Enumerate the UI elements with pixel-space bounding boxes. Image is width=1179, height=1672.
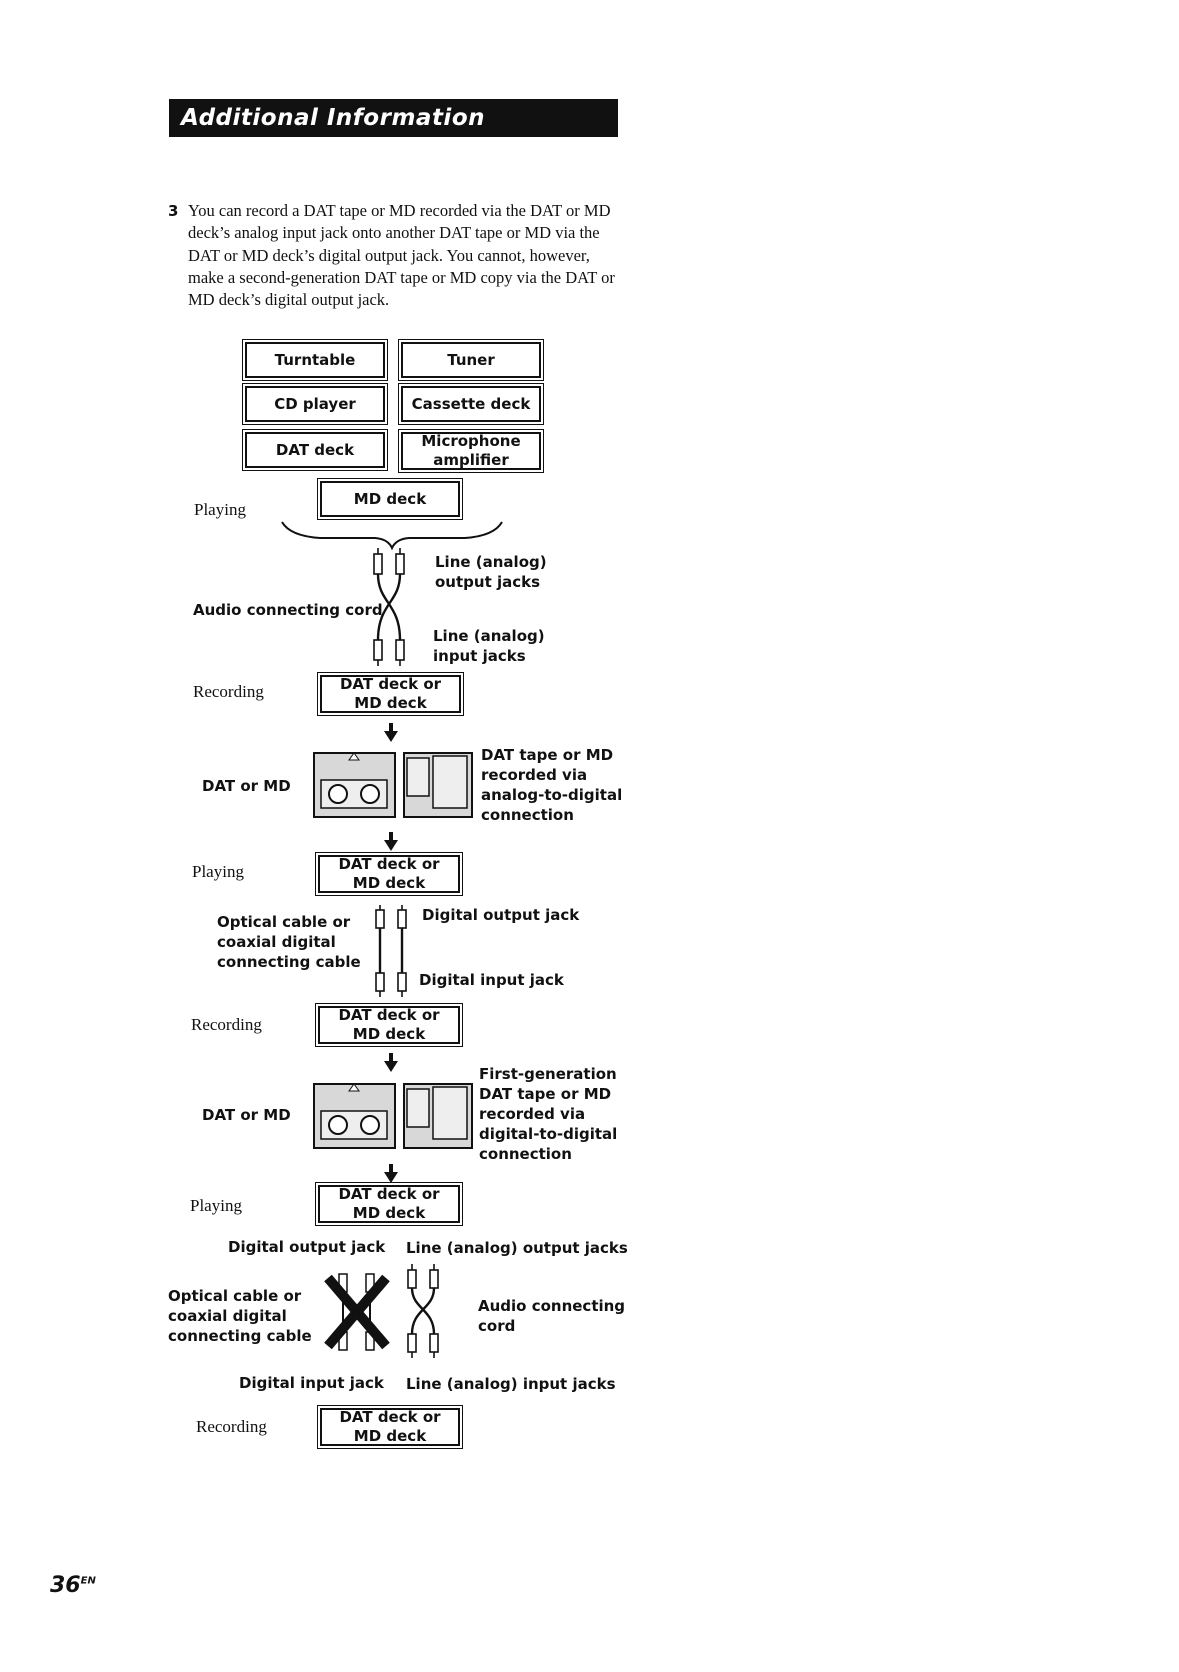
audio-cord-label-2: Audio connecting cord (478, 1297, 626, 1335)
source-brace (281, 521, 503, 551)
tuner-box: Tuner (398, 339, 544, 381)
audio-cord-icon-2 (407, 1264, 439, 1358)
recording-label-2: Recording (191, 1015, 262, 1034)
section-banner: Additional Information (169, 99, 618, 137)
recording-label-1: Recording (193, 682, 264, 701)
tape2-caption: First-generation DAT tape or MD recorded… (479, 1065, 618, 1163)
digital-output-label-1: Digital output jack (422, 906, 580, 924)
cd-player-box: CD player (242, 383, 388, 425)
down-arrow-1 (384, 723, 398, 742)
playing-label-2: Playing (192, 862, 244, 881)
audio-cord-label: Audio connecting cord (193, 601, 383, 619)
digital-input-label-1: Digital input jack (419, 971, 564, 989)
optical-cable-label-2: Optical cable or coaxial digital connect… (168, 1287, 312, 1345)
line-analog-output-label: Line (analog) output jacks (406, 1239, 628, 1257)
line-analog-input-label: Line (analog) input jacks (406, 1375, 616, 1393)
playing-label-1: Playing (194, 500, 246, 519)
step-number: 3 (168, 202, 179, 220)
dat-tape-icon-2 (313, 1083, 396, 1149)
turntable-box: Turntable (242, 339, 388, 381)
audio-cord-icon (373, 548, 405, 666)
digital-output-label-2: Digital output jack (228, 1238, 386, 1256)
playing-label-3: Playing (190, 1196, 242, 1215)
line-output-label: Line (analog)output jacks (435, 553, 547, 591)
page-number: 36EN (50, 1573, 96, 1598)
dat-tape-icon (313, 752, 396, 818)
step-text: You can record a DAT tape or MD recorded… (188, 201, 615, 310)
dat-or-md-label-2: DAT or MD (202, 1106, 291, 1124)
dat-deck-box: DAT deck (242, 429, 388, 471)
cassette-deck-box: Cassette deck (398, 383, 544, 425)
digital-cable-icon (375, 905, 407, 997)
down-arrow-3 (384, 1053, 398, 1072)
tape1-caption: DAT tape or MD recorded via analog-to-di… (481, 746, 623, 824)
recording-label-3: Recording (196, 1417, 267, 1436)
digital-input-label-2: Digital input jack (239, 1374, 384, 1392)
down-arrow-4 (384, 1164, 398, 1183)
down-arrow-2 (384, 832, 398, 851)
dat-or-md-label-1: DAT or MD (202, 777, 291, 795)
md-disc-icon-2 (403, 1083, 473, 1149)
optical-cable-label-1: Optical cable or coaxial digital connect… (217, 913, 361, 971)
md-deck-box: MD deck (317, 478, 463, 520)
prohibited-digital-cable-icon (324, 1273, 390, 1351)
step-3: 3 You can record a DAT tape or MD record… (168, 200, 628, 311)
line-input-label: Line (analog)input jacks (433, 627, 545, 665)
md-disc-icon (403, 752, 473, 818)
